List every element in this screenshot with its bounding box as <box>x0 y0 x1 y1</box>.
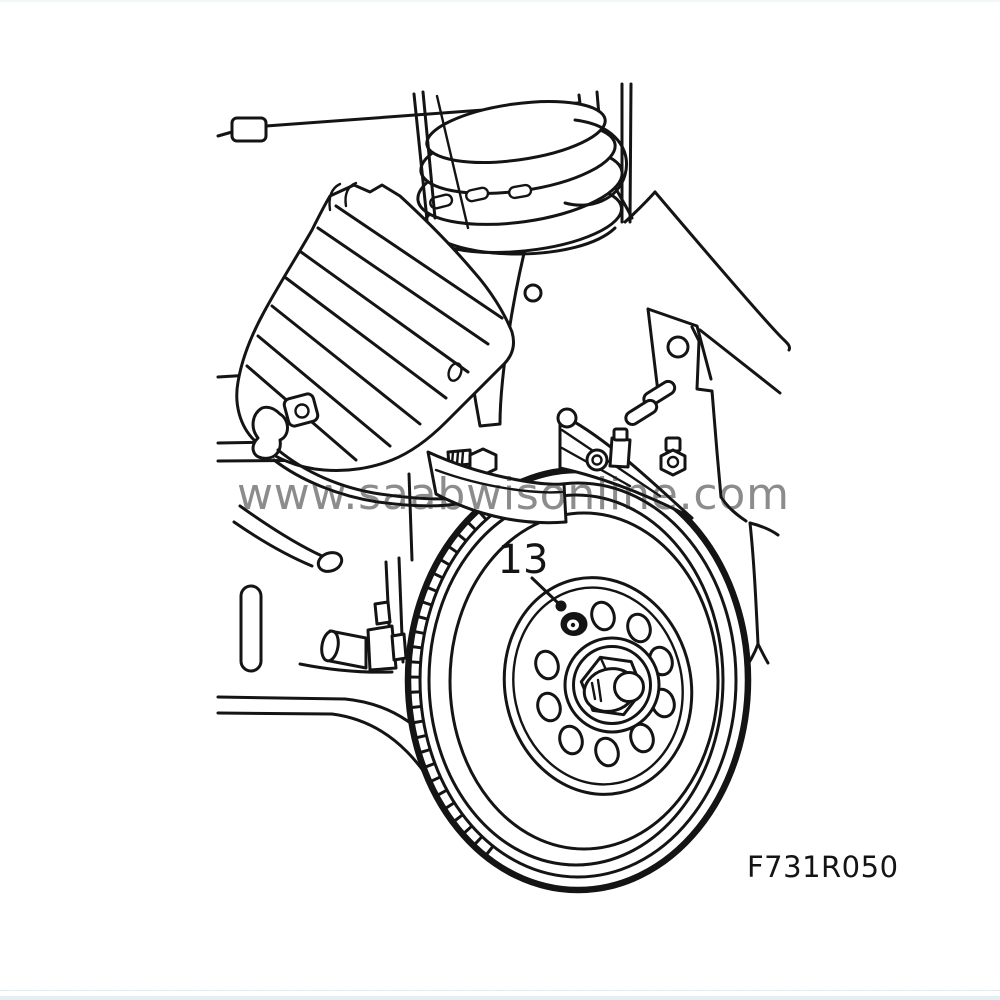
brake-disc <box>404 466 752 894</box>
body-clip <box>230 116 268 143</box>
wheel-stud-holes <box>534 600 676 768</box>
spring-end-coil <box>563 118 628 207</box>
strut-piston-rod <box>412 90 470 230</box>
subframe-slot <box>239 584 263 673</box>
page-top-edge <box>0 0 1000 2</box>
strut-bracket-bolt <box>659 436 687 477</box>
disc-locating-screw <box>560 612 588 636</box>
hub-and-nut <box>563 636 661 734</box>
page-bottom-edge <box>0 990 1000 1000</box>
splash-shield <box>556 407 694 520</box>
abs-sensor <box>298 472 414 674</box>
callout-13-label: 13 <box>498 537 549 583</box>
figure-code: F731R050 <box>747 850 899 884</box>
sensor-post <box>608 436 632 469</box>
wheelhouse-liner-edge <box>744 521 780 669</box>
body-bracket <box>624 307 713 426</box>
shield-bolt <box>585 448 609 472</box>
disc-rim-hatching <box>407 484 526 861</box>
brake-caliper-assembly <box>232 181 568 674</box>
coil-spring <box>416 100 628 256</box>
watermark: www.saabwisonline.com <box>237 469 790 520</box>
callout-13: 13 <box>498 537 567 612</box>
callout-leader-dot <box>555 600 567 612</box>
suspension-strut <box>412 90 628 428</box>
axle-stud-end <box>613 671 645 703</box>
callout-leader-line <box>530 576 559 604</box>
hose-bracket <box>251 405 289 460</box>
